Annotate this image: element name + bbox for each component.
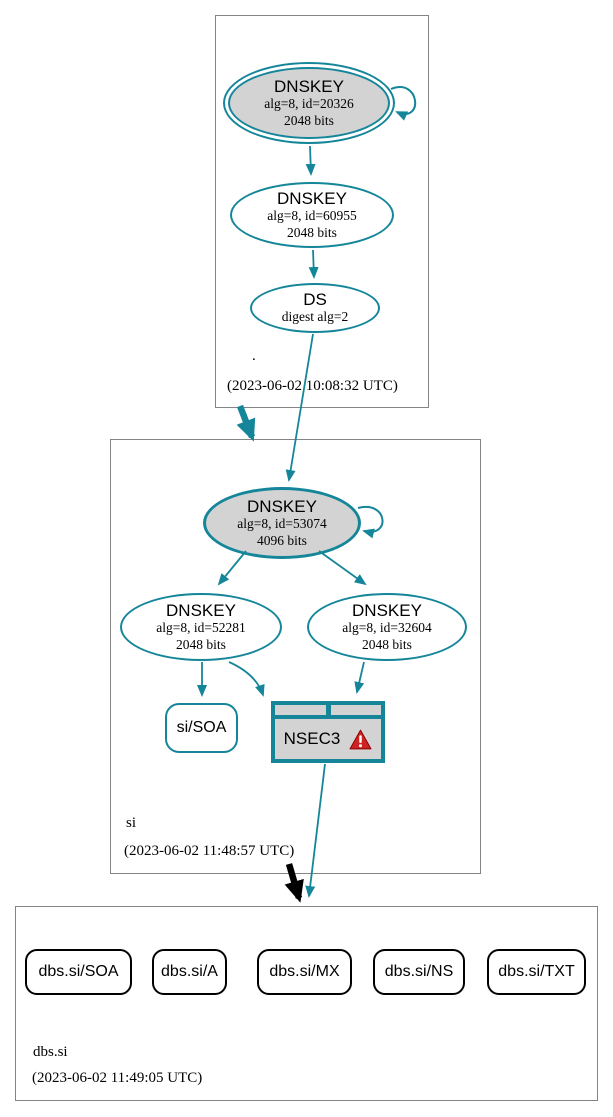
- nsec3-node[interactable]: NSEC3: [271, 701, 385, 763]
- dnskey-node-32604[interactable]: DNSKEY alg=8, id=32604 2048 bits: [307, 593, 467, 661]
- rrset-node-dbssi-a[interactable]: dbs.si/A: [152, 949, 227, 995]
- dnskey-bits: 2048 bits: [362, 636, 412, 652]
- dnskey-bits: 2048 bits: [287, 224, 337, 240]
- dnskey-node-20326-inner: DNSKEY alg=8, id=20326 2048 bits: [228, 67, 390, 139]
- rrset-label: dbs.si/SOA: [38, 963, 119, 980]
- zone-timestamp-root: (2023-06-02 10:08:32 UTC): [227, 378, 398, 394]
- zone-name-dbssi: dbs.si: [33, 1044, 68, 1060]
- dnskey-bits: 4096 bits: [257, 532, 307, 548]
- dnskey-bits: 2048 bits: [176, 636, 226, 652]
- rrset-node-dbssi-ns[interactable]: dbs.si/NS: [373, 949, 465, 995]
- dnskey-title: DNSKEY: [166, 601, 236, 621]
- rrset-node-dbssi-txt[interactable]: dbs.si/TXT: [487, 949, 586, 995]
- dnskey-title: DNSKEY: [352, 601, 422, 621]
- dnskey-alg-id: alg=8, id=53074: [237, 516, 327, 532]
- rrset-label: si/SOA: [176, 719, 227, 736]
- warning-icon: [349, 729, 372, 749]
- zone-timestamp-dbssi: (2023-06-02 11:49:05 UTC): [32, 1070, 203, 1086]
- rrset-label: dbs.si/A: [161, 963, 218, 980]
- dnskey-node-20326[interactable]: DNSKEY alg=8, id=20326 2048 bits: [223, 62, 395, 144]
- rrset-node-si-soa[interactable]: si/SOA: [165, 703, 238, 753]
- zone-timestamp-si: (2023-06-02 11:48:57 UTC): [124, 843, 295, 859]
- dnskey-node-53074[interactable]: DNSKEY alg=8, id=53074 4096 bits: [203, 487, 361, 559]
- nsec3-label: NSEC3: [283, 729, 341, 748]
- dnskey-title: DNSKEY: [247, 497, 317, 517]
- nsec3-header-cell: [275, 705, 326, 715]
- ds-node[interactable]: DS digest alg=2: [250, 283, 380, 333]
- dnskey-bits: 2048 bits: [284, 112, 334, 128]
- rrset-label: dbs.si/MX: [269, 963, 340, 980]
- dnskey-node-60955[interactable]: DNSKEY alg=8, id=60955 2048 bits: [230, 182, 394, 248]
- dnskey-alg-id: alg=8, id=20326: [264, 96, 354, 112]
- nsec3-header-row: [275, 705, 381, 715]
- rrset-label: dbs.si/NS: [384, 963, 454, 980]
- dnskey-alg-id: alg=8, id=52281: [156, 620, 246, 636]
- rrset-node-dbssi-soa[interactable]: dbs.si/SOA: [25, 949, 132, 995]
- nsec3-header-cell: [330, 705, 381, 715]
- zone-box-dbssi: [15, 906, 598, 1101]
- rrset-node-dbssi-mx[interactable]: dbs.si/MX: [257, 949, 352, 995]
- edge-delegation-root-si: [236, 404, 256, 442]
- dnskey-node-52281[interactable]: DNSKEY alg=8, id=52281 2048 bits: [120, 593, 282, 661]
- zone-name-si: si: [126, 815, 137, 831]
- rrset-label: dbs.si/TXT: [498, 963, 575, 980]
- dnskey-title: DNSKEY: [277, 189, 347, 209]
- zone-name-root: .: [252, 348, 256, 364]
- dnskey-alg-id: alg=8, id=60955: [267, 208, 357, 224]
- dnskey-alg-id: alg=8, id=32604: [342, 620, 432, 636]
- nsec3-body: NSEC3: [275, 719, 381, 759]
- ds-digest-alg: digest alg=2: [281, 309, 349, 325]
- ds-title: DS: [303, 290, 327, 310]
- dnskey-title: DNSKEY: [274, 77, 344, 97]
